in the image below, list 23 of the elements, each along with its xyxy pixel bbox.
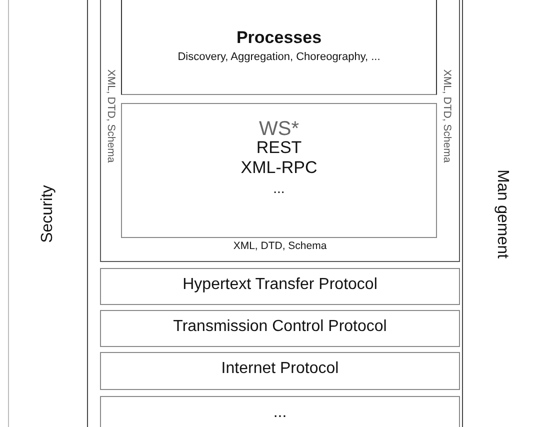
format-label: XML, DTD, Schema (105, 70, 117, 164)
layer-title: Processes (235, 28, 323, 48)
protocol-name: REST (255, 138, 303, 158)
band-label: Security (39, 184, 57, 242)
layer-title: Transmission Control Protocol (172, 318, 388, 336)
processes-box (121, 0, 437, 95)
web-services-box (121, 103, 437, 238)
protocol-layer (100, 268, 460, 305)
layer-title: Hypertext Transfer Protocol (182, 276, 378, 294)
ellipsis: ... (272, 180, 286, 196)
xml-frame (100, 0, 460, 262)
protocol-layer (100, 310, 460, 347)
format-label: XML, DTD, Schema (441, 70, 453, 164)
security-band (8, 0, 88, 427)
layer-title: Internet Protocol (220, 360, 340, 378)
layer-description: Discovery, Aggregation, Choreography, ... (176, 51, 382, 63)
protocol-layer (100, 352, 460, 390)
ellipsis: ... (272, 404, 288, 422)
format-label: XML, DTD, Schema (232, 240, 328, 252)
band-label: Man gement (493, 169, 511, 258)
protocol-name: XML-RPC (240, 158, 318, 178)
protocol-layer (100, 396, 460, 427)
protocol-name: WS* (258, 118, 300, 141)
